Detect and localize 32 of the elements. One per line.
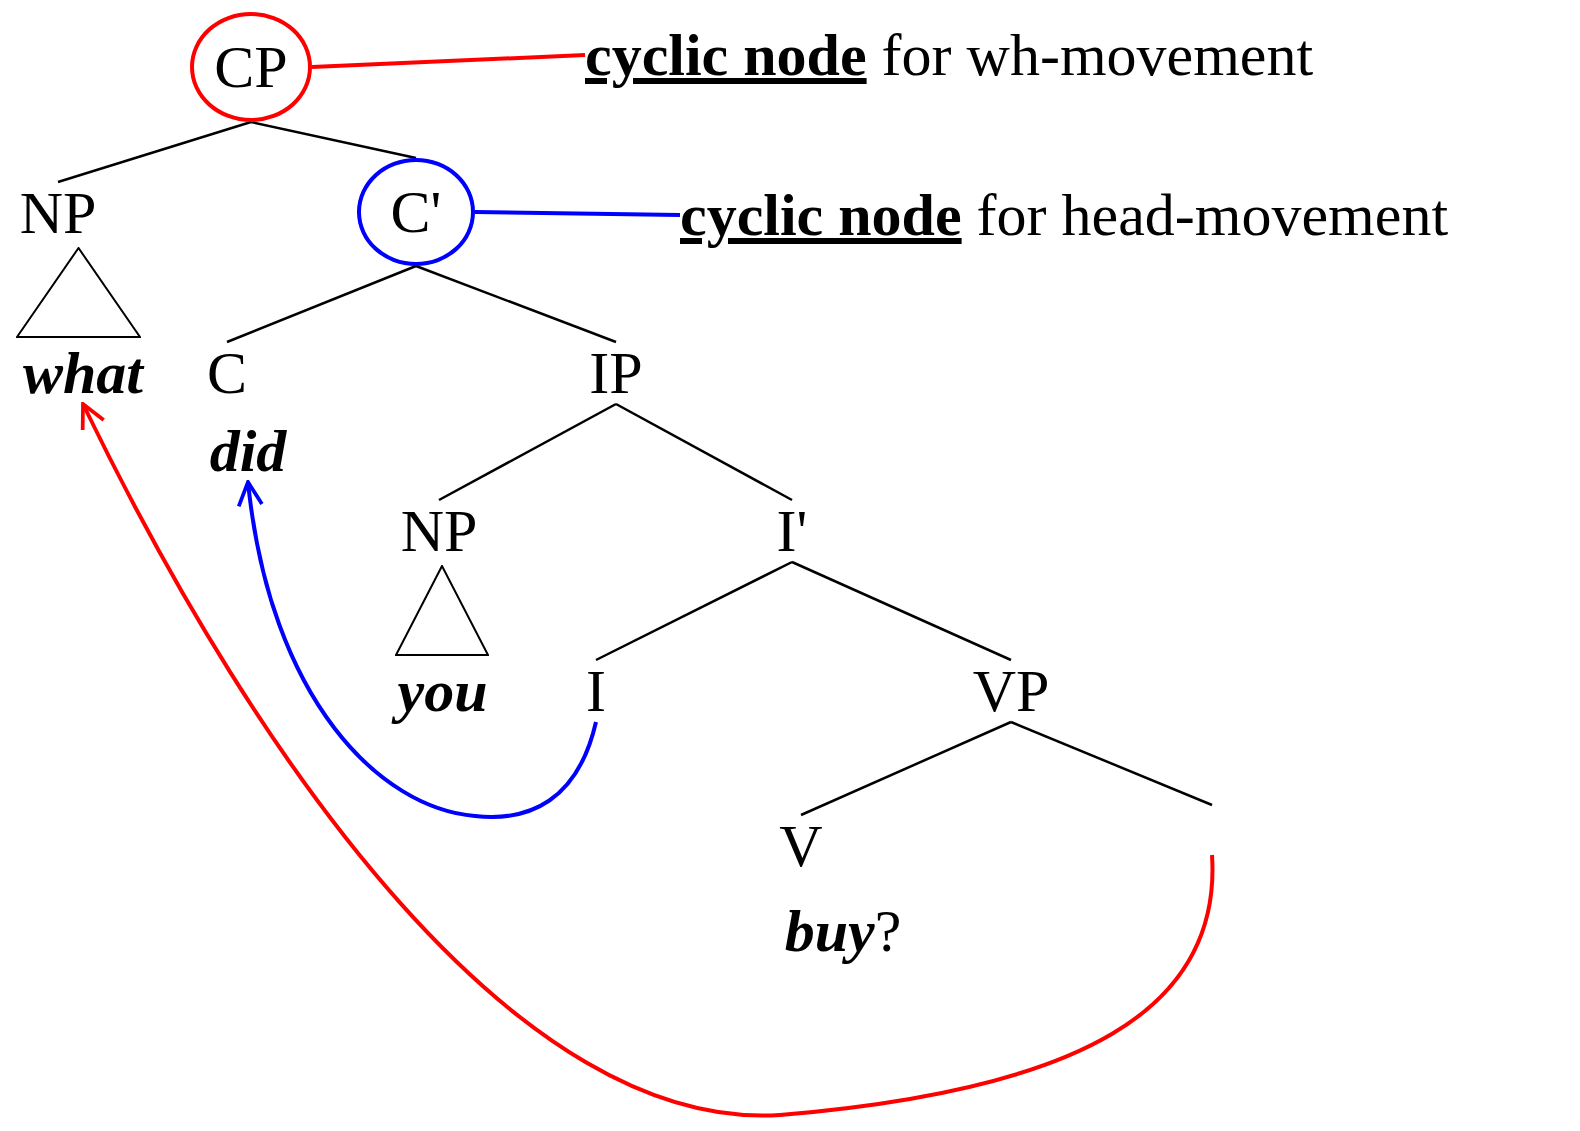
category-label: VP bbox=[965, 660, 1057, 722]
movement-arrow bbox=[81, 402, 1214, 1117]
category-label: NP bbox=[393, 500, 485, 562]
tree-branch bbox=[438, 402, 617, 502]
category-label: C bbox=[202, 342, 252, 404]
tree-branch bbox=[1010, 720, 1213, 807]
word-label: did bbox=[200, 420, 296, 482]
triangle-mark bbox=[16, 247, 141, 338]
circled-category-label: C' bbox=[357, 158, 475, 266]
annotation-text: cyclic node for wh-movement bbox=[585, 22, 1445, 88]
tree-branch bbox=[791, 560, 1012, 662]
category-label: V bbox=[775, 815, 827, 877]
category-label: IP bbox=[582, 342, 650, 404]
category-label: I bbox=[580, 660, 612, 722]
tree-branch bbox=[800, 720, 1012, 817]
tree-branch bbox=[415, 264, 617, 344]
annotation-text: cyclic node for head-movement bbox=[680, 182, 1560, 248]
tree-branch bbox=[57, 120, 252, 184]
category-label: I' bbox=[772, 500, 812, 562]
circled-category-label: CP bbox=[190, 12, 312, 122]
tree-branch bbox=[595, 560, 793, 662]
category-label: NP bbox=[12, 182, 104, 244]
leader-line bbox=[474, 210, 681, 217]
tree-branch bbox=[615, 402, 793, 502]
tree-branch bbox=[226, 264, 417, 344]
word-label: you bbox=[385, 660, 500, 722]
word-label: what bbox=[12, 342, 154, 404]
tree-branch bbox=[250, 120, 417, 160]
movement-arrow bbox=[237, 480, 598, 819]
leader-line bbox=[311, 53, 586, 69]
triangle-mark bbox=[395, 565, 489, 656]
word-label: buy? bbox=[772, 900, 914, 962]
